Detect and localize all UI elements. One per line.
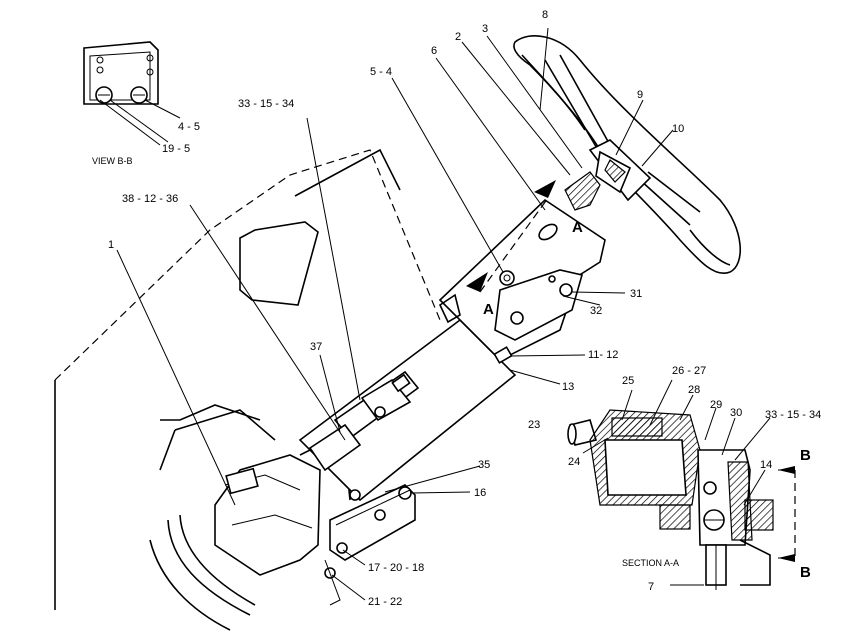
callout-25: 25 bbox=[622, 375, 634, 387]
callout-2: 2 bbox=[455, 31, 461, 43]
callout-23: 23 bbox=[528, 419, 540, 431]
leader-lines bbox=[116, 27, 771, 601]
callout-38-12-36: 38 - 12 - 36 bbox=[122, 193, 178, 205]
steering-wheel bbox=[513, 35, 741, 275]
callout-24: 24 bbox=[568, 456, 580, 468]
steering-column bbox=[298, 198, 606, 606]
section-mark-b-top: B bbox=[800, 447, 811, 464]
callout-9: 9 bbox=[637, 89, 643, 101]
section-mark-a-right: A bbox=[572, 219, 583, 236]
section-mark-a-left: A bbox=[483, 301, 494, 318]
section-aa-label: SECTION A-A bbox=[622, 558, 679, 568]
callout-10: 10 bbox=[672, 123, 684, 135]
view-bb-inset: 4 - 5 19 - 5 VIEW B-B bbox=[83, 41, 200, 166]
callout-8: 8 bbox=[542, 9, 548, 21]
callout-28: 28 bbox=[688, 384, 700, 396]
callout-32: 32 bbox=[590, 305, 602, 317]
callout-31: 31 bbox=[630, 288, 642, 300]
callout-21-22: 21 - 22 bbox=[368, 596, 402, 608]
callout-26-27: 26 - 27 bbox=[672, 365, 706, 377]
callout-14: 14 bbox=[760, 459, 772, 471]
callout-33-15-34-right: 33 - 15 - 34 bbox=[765, 409, 821, 421]
callout-19-5: 19 - 5 bbox=[162, 143, 190, 155]
callout-7: 7 bbox=[648, 581, 654, 593]
section-aa-detail: B B SECTION A-A bbox=[567, 409, 811, 590]
vehicle-outline bbox=[54, 148, 441, 631]
callout-17-20-18: 17 - 20 - 18 bbox=[368, 562, 424, 574]
callout-labels: 8 2 3 6 5 - 4 9 10 33 - 15 - 34 38 - 12 … bbox=[108, 9, 821, 608]
section-aa-markers: A A bbox=[466, 180, 583, 318]
view-bb-label: VIEW B-B bbox=[92, 156, 133, 166]
callout-30: 30 bbox=[730, 407, 742, 419]
callout-35: 35 bbox=[478, 459, 490, 471]
callout-29: 29 bbox=[710, 399, 722, 411]
callout-33-15-34-top: 33 - 15 - 34 bbox=[238, 98, 294, 110]
callout-11-12: 11- 12 bbox=[588, 349, 618, 361]
callout-5-4: 5 - 4 bbox=[370, 66, 392, 78]
callout-1: 1 bbox=[108, 239, 114, 251]
callout-6: 6 bbox=[431, 45, 437, 57]
callout-37: 37 bbox=[310, 341, 322, 353]
callout-16: 16 bbox=[474, 487, 486, 499]
callout-3: 3 bbox=[482, 23, 488, 35]
callout-4-5: 4 - 5 bbox=[178, 121, 200, 133]
section-mark-b-bottom: B bbox=[800, 564, 811, 581]
callout-13: 13 bbox=[562, 381, 574, 393]
